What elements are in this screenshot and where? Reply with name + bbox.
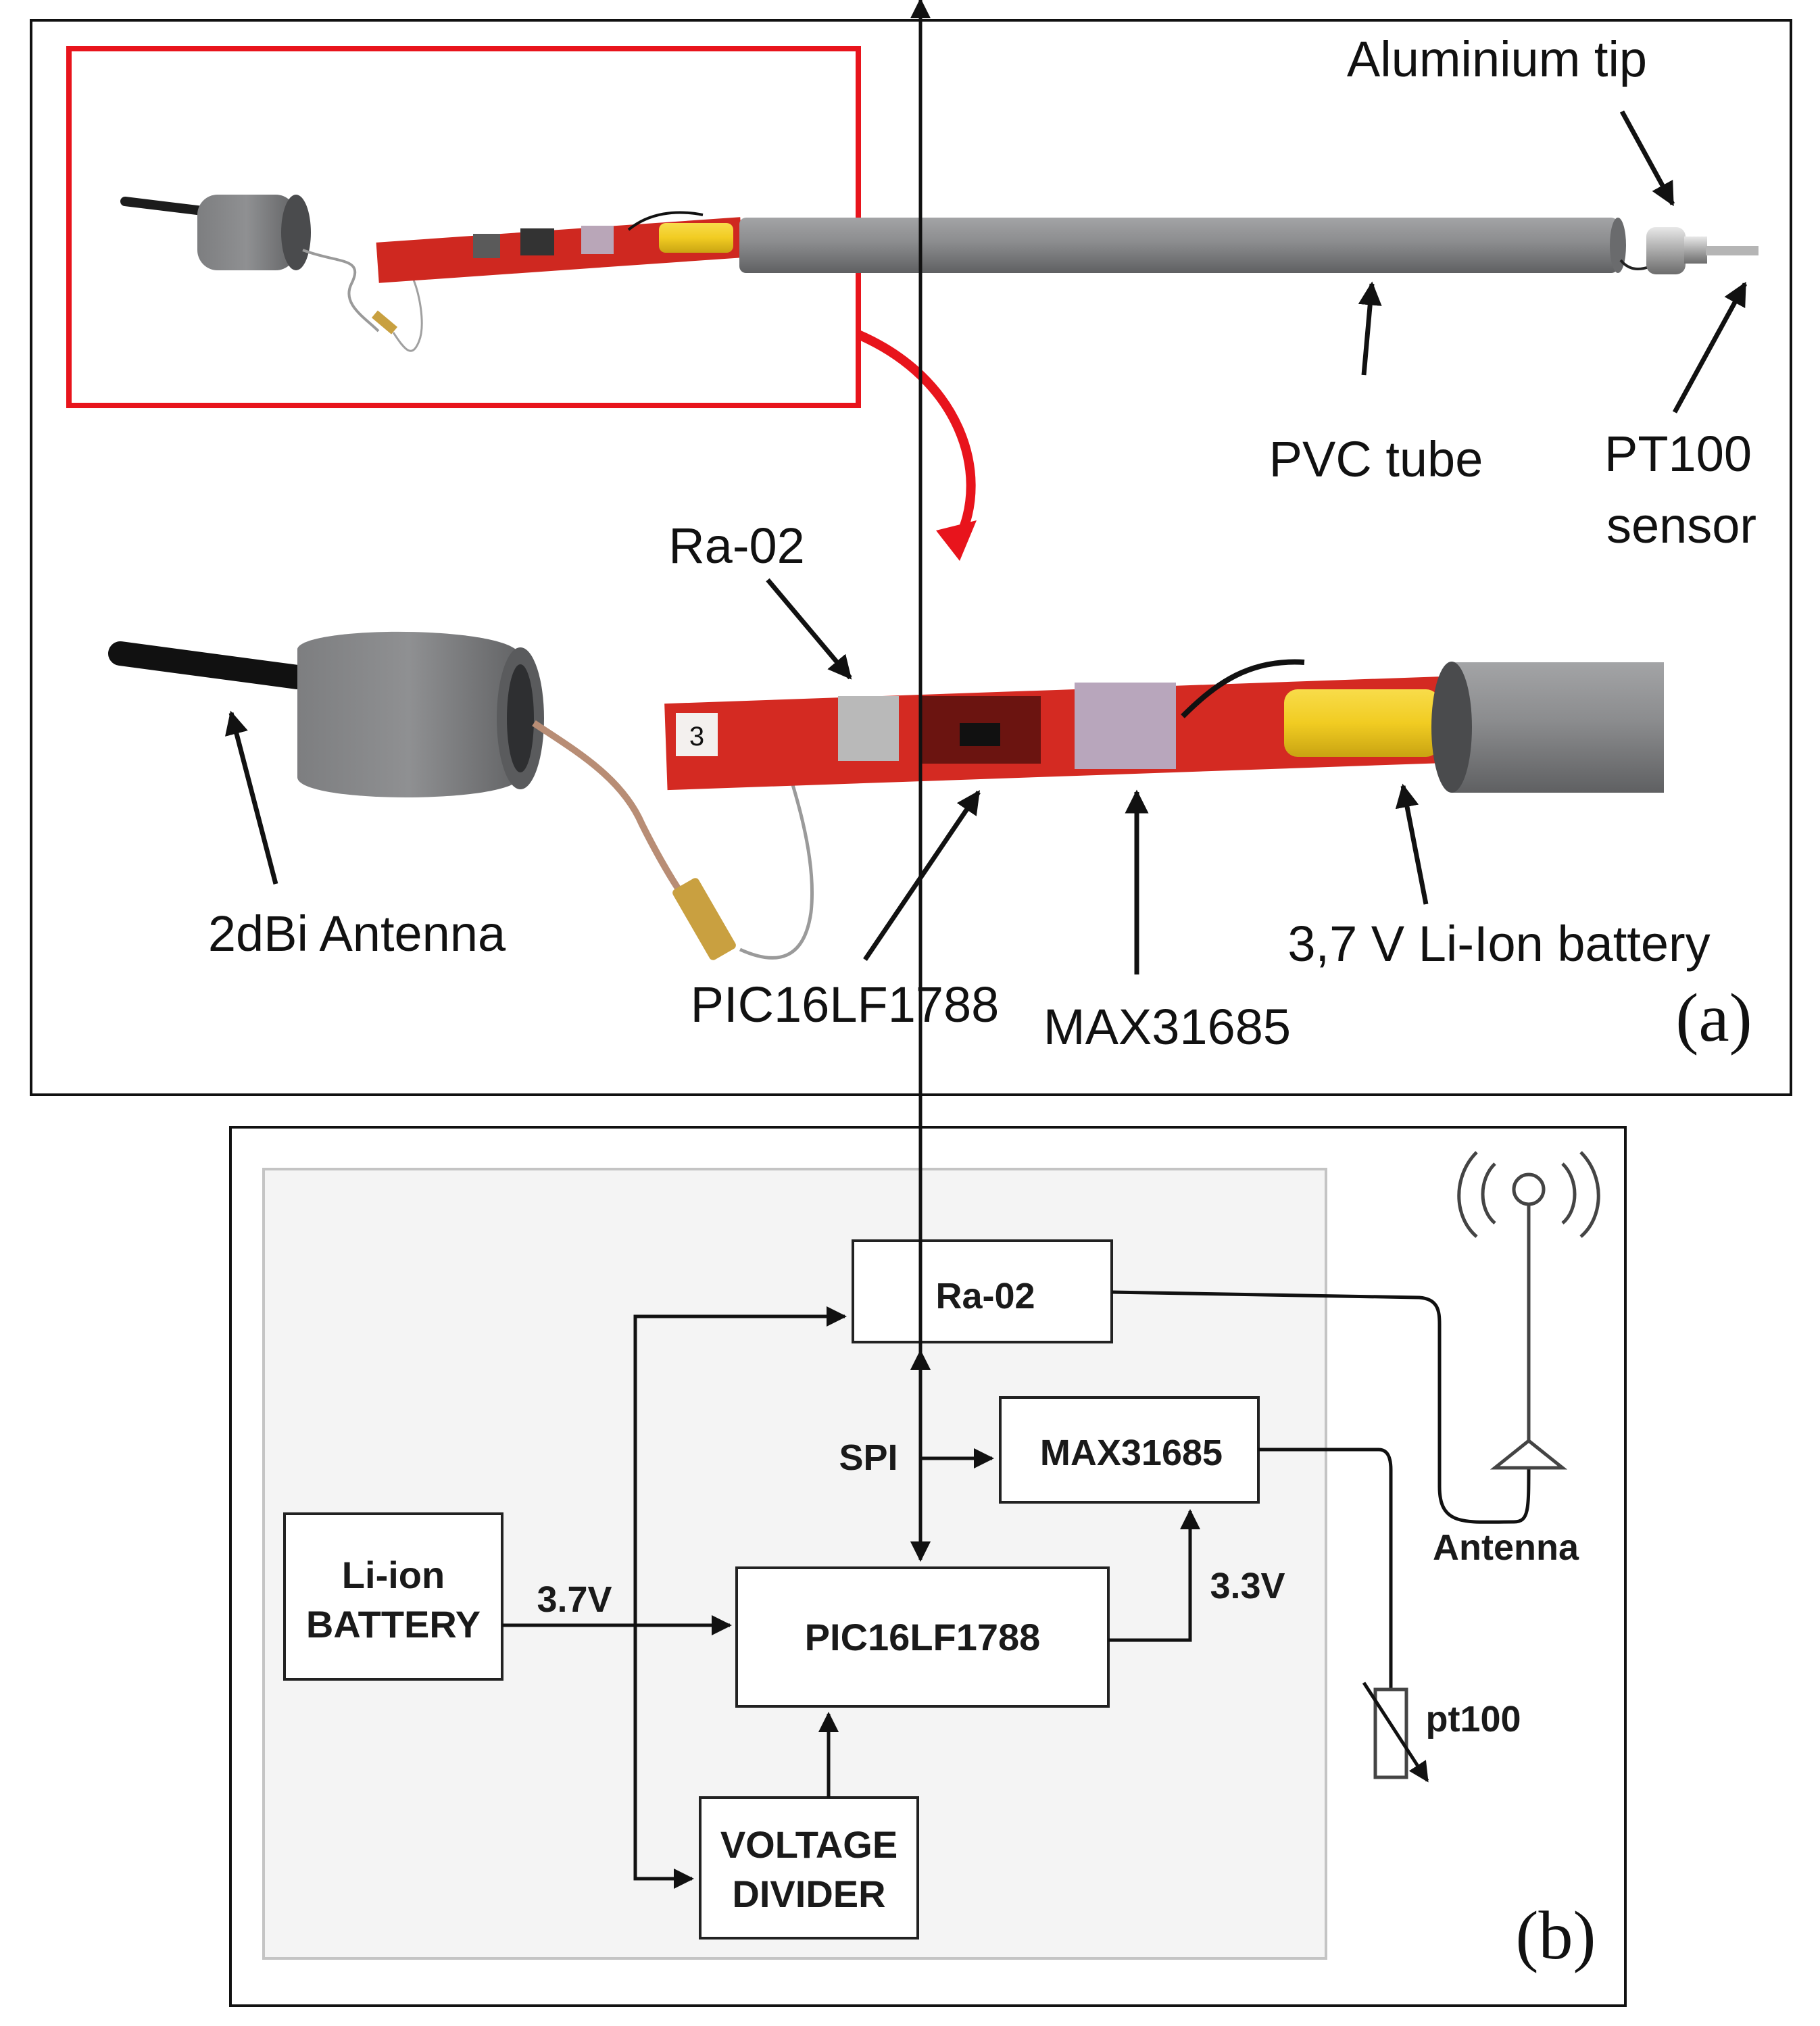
label-pt100-line1: PT100 (1604, 426, 1752, 482)
label-antenna-b: Antenna (1433, 1527, 1579, 1568)
block-ra02-label: Ra-02 (935, 1276, 1035, 1316)
battery-cell (1284, 689, 1440, 757)
label-pt100-b: pt100 (1425, 1699, 1521, 1739)
pt100-resistor-icon (1362, 1681, 1429, 1783)
probe-closeup-photo: 3 (108, 631, 1664, 960)
arrow-antenna (225, 710, 278, 885)
arrow-battery (1395, 783, 1429, 905)
block-battery (283, 1512, 503, 1681)
block-battery-line2: BATTERY (306, 1603, 481, 1646)
block-divider-line2: DIVIDER (732, 1873, 885, 1915)
block-pic-label: PIC16LF1788 (805, 1616, 1041, 1658)
panel-b: Ra-02 MAX31685 Li-ion BATTERY PIC16LF178… (229, 0, 1627, 2007)
panel-b-tag: (b) (1516, 1898, 1596, 1974)
block-divider-line1: VOLTAGE (720, 1823, 897, 1866)
sma-connector (672, 878, 736, 960)
label-3v7: 3.7V (537, 1579, 612, 1620)
panel-a-tag: (a) (1675, 980, 1752, 1056)
label-max: MAX31685 (1043, 999, 1291, 1055)
label-antenna: 2dBi Antenna (208, 906, 506, 962)
label-ra02: Ra-02 (668, 518, 805, 574)
pvc-tube-shape (739, 218, 1618, 273)
block-pic (735, 1566, 1110, 1708)
pvc-tube-end (1452, 662, 1664, 793)
zoom-arrow (856, 330, 977, 561)
arrow-pvc-tube (1358, 281, 1382, 376)
antenna-rod (108, 641, 310, 689)
aluminium-tip-shape (1646, 227, 1686, 274)
arrow-ra02 (766, 578, 852, 680)
label-3v3: 3.3V (1210, 1566, 1285, 1606)
label-spi: SPI (839, 1437, 897, 1478)
label-pic: PIC16LF1788 (691, 977, 1000, 1033)
label-battery: 3,7 V Li-Ion battery (1287, 916, 1710, 972)
max31685-module (1075, 683, 1176, 769)
block-ra02 (852, 1239, 1113, 1343)
label-pt100-line2: sensor (1606, 497, 1756, 553)
arrow-pt100-sensor (1672, 281, 1748, 414)
block-divider (699, 1796, 919, 1939)
ra02-module (838, 696, 899, 761)
probe-assembly-photo (120, 195, 1758, 352)
antenna-icon (1457, 1151, 1600, 1470)
pt100-sensor-shape (1706, 246, 1758, 255)
antenna-cap (297, 631, 520, 797)
board-number: 3 (689, 722, 704, 751)
label-aluminium-tip: Aluminium tip (1347, 31, 1647, 87)
label-pvc-tube: PVC tube (1269, 431, 1483, 487)
panel-a: 3 Aluminium tip PVC tube PT100 sensor Ra… (30, 19, 1792, 1096)
block-battery-line1: Li-ion (342, 1554, 445, 1596)
connectors (502, 0, 1531, 1889)
block-max-label: MAX31685 (1040, 1433, 1223, 1473)
arrow-aluminium-tip (1619, 110, 1675, 207)
